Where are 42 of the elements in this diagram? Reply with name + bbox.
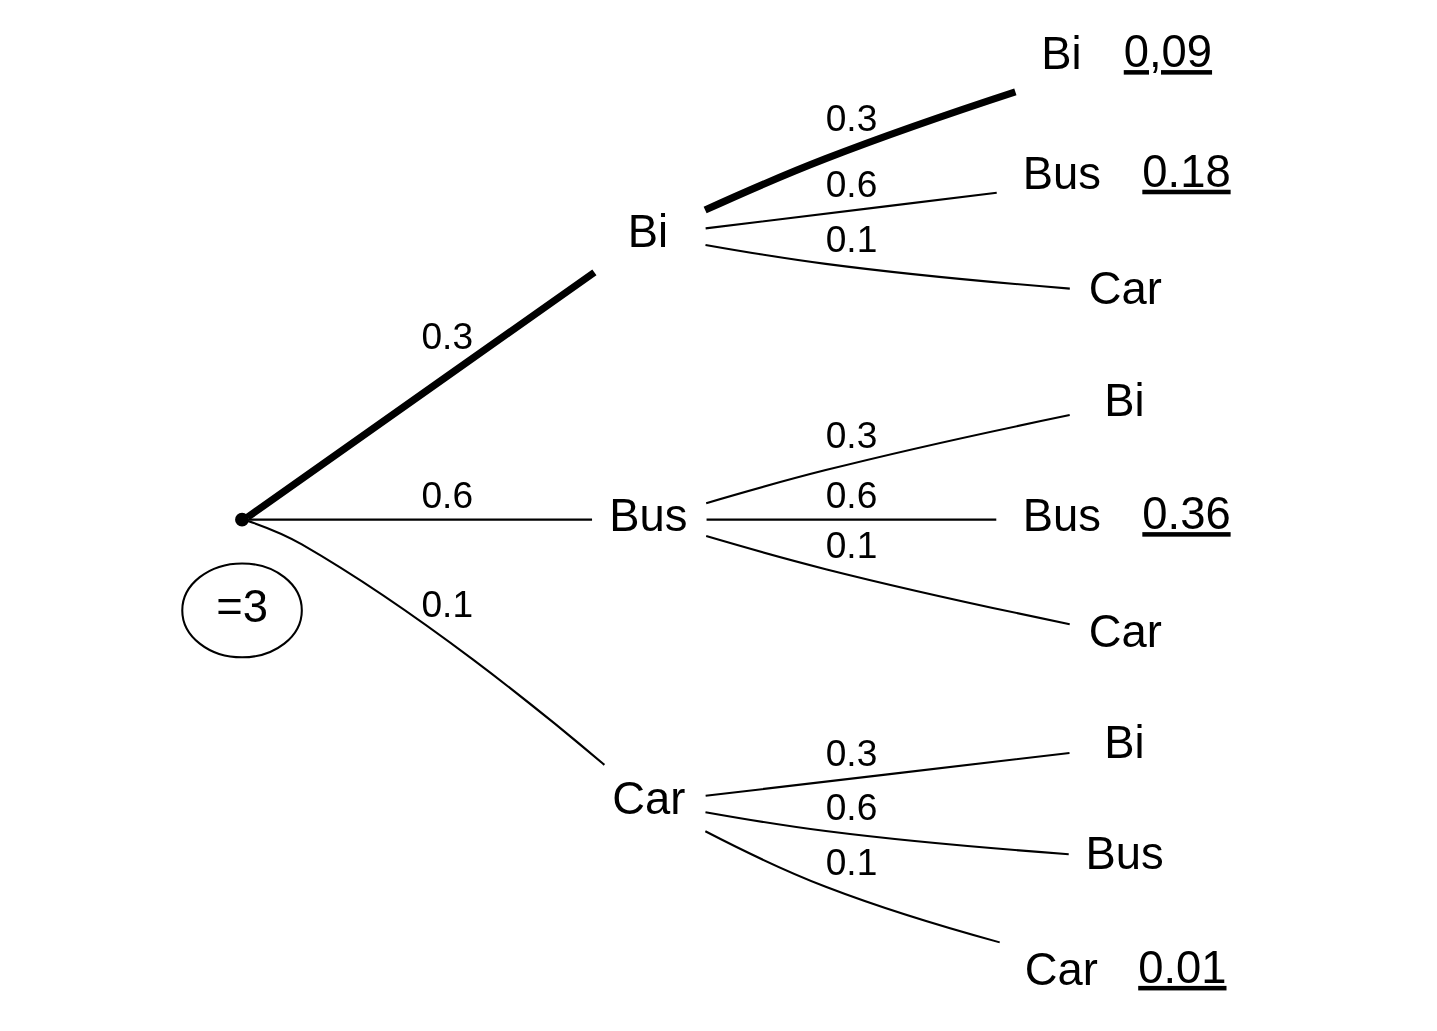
node-label: 0.01 (1138, 941, 1227, 993)
connector (248, 518, 593, 521)
edge-label: 0.1 (825, 523, 878, 566)
node-label: 0.18 (1142, 145, 1231, 197)
node-text: Car (612, 772, 686, 824)
node-text: Bi (1104, 717, 1145, 769)
node-text: Bus (1022, 147, 1101, 199)
node-text: Bus (609, 490, 688, 542)
connector (247, 519, 606, 766)
connector (705, 414, 1070, 505)
node-label: 0,09 (1123, 26, 1213, 78)
edge-label: 0.3 (825, 414, 878, 457)
node-ellipse: =3 (181, 562, 303, 659)
connector (705, 535, 1070, 626)
edge-label: 0.1 (825, 218, 878, 261)
connector (705, 191, 997, 230)
node-label: 0.36 (1142, 488, 1231, 540)
edge-label: 0.1 (825, 841, 878, 884)
connector (704, 830, 1000, 944)
connector (706, 518, 997, 521)
edge-label: 0.3 (421, 315, 474, 358)
edge-label: 0.6 (421, 474, 474, 517)
node-text: Car (1024, 943, 1098, 995)
connector (703, 88, 1017, 214)
edge-label: 0.6 (825, 162, 878, 205)
connector (705, 751, 1070, 797)
connector (705, 811, 1069, 856)
node-text: Bus (1022, 490, 1101, 542)
edge-label: 0.1 (421, 583, 474, 626)
connector (705, 243, 1070, 290)
node-text: Car (1088, 605, 1162, 657)
connector (245, 269, 597, 521)
node-point (235, 512, 249, 527)
edge-label: 0.3 (825, 731, 878, 774)
node-text: Bus (1085, 828, 1164, 880)
edge-label: 0.6 (825, 785, 878, 828)
node-text: Bi (1104, 374, 1145, 426)
node-text: Car (1088, 263, 1162, 315)
node-text: Bi (627, 205, 669, 257)
node-text: Bi (1041, 28, 1082, 80)
edge-label: 0.3 (825, 96, 878, 139)
edge-label: 0.6 (825, 474, 878, 517)
